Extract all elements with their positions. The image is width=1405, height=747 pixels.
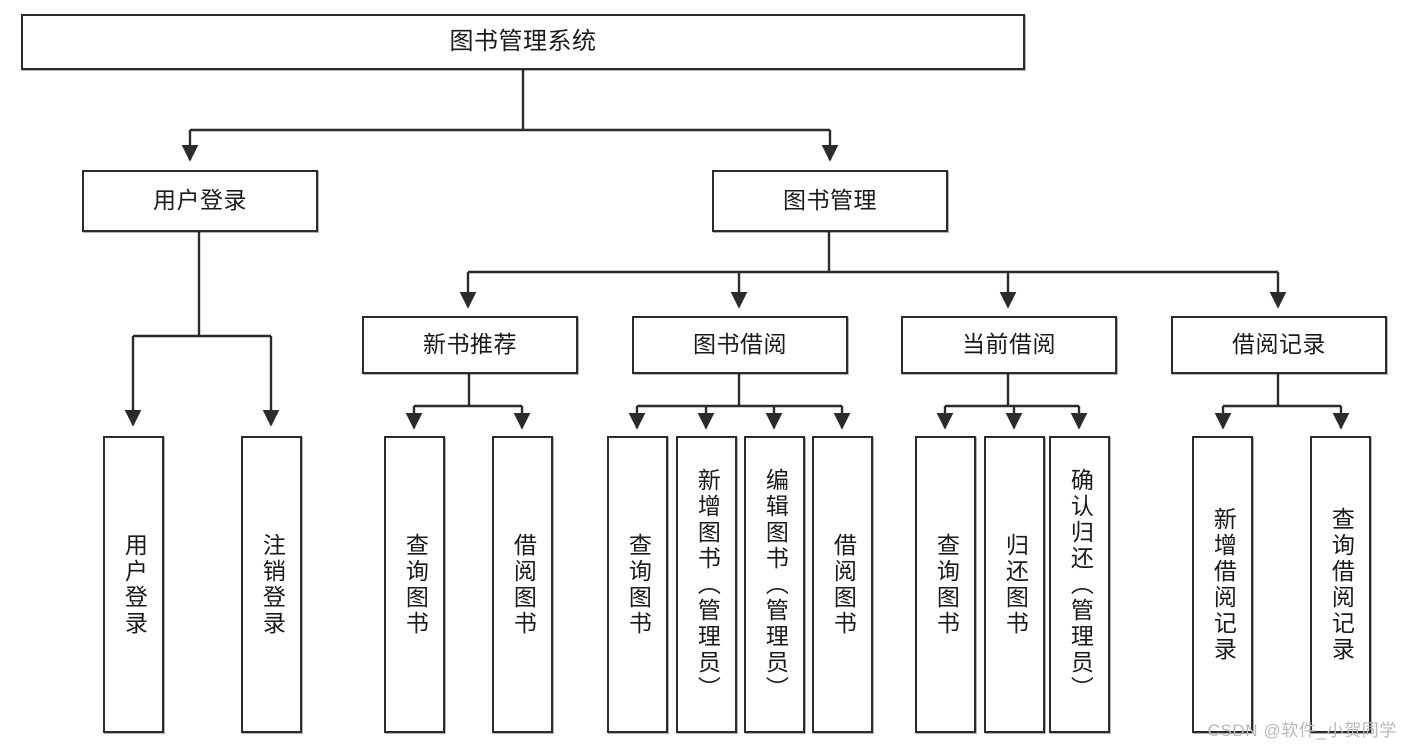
node-leaf-logout-label: 注销登录	[259, 532, 286, 637]
node-root-label: 图书管理系统	[449, 27, 597, 55]
node-leaf-logout[interactable]: 注销登录	[241, 436, 302, 733]
node-user-login-label: 用户登录	[153, 187, 247, 214]
node-leaf-cb-query-label: 查询图书	[933, 532, 960, 637]
node-leaf-cb-confirm[interactable]: 确认归还（管理员）	[1049, 436, 1110, 733]
node-leaf-br-query-label: 查询借阅记录	[1328, 506, 1355, 663]
node-leaf-bb-add[interactable]: 新增图书（管理员）	[676, 436, 737, 733]
node-leaf-bb-edit-label: 编辑图书（管理员）	[762, 467, 789, 702]
node-root[interactable]: 图书管理系统	[21, 14, 1025, 70]
node-leaf-br-add-label: 新增借阅记录	[1210, 506, 1237, 663]
node-leaf-rec-borrow-label: 借阅图书	[510, 532, 537, 637]
node-leaf-user-login[interactable]: 用户登录	[103, 436, 164, 733]
node-book-manage-label: 图书管理	[783, 187, 877, 214]
node-leaf-user-login-label: 用户登录	[121, 532, 148, 637]
node-leaf-bb-borrow-label: 借阅图书	[830, 532, 857, 637]
node-new-book-rec-label: 新书推荐	[423, 331, 517, 358]
node-leaf-rec-borrow[interactable]: 借阅图书	[492, 436, 553, 733]
node-book-borrow-label: 图书借阅	[693, 331, 787, 358]
node-book-manage[interactable]: 图书管理	[712, 170, 948, 232]
node-leaf-bb-add-label: 新增图书（管理员）	[694, 467, 721, 702]
node-leaf-br-query[interactable]: 查询借阅记录	[1310, 436, 1371, 733]
node-leaf-cb-confirm-label: 确认归还（管理员）	[1067, 467, 1094, 702]
node-leaf-bb-borrow[interactable]: 借阅图书	[812, 436, 873, 733]
node-current-borrow[interactable]: 当前借阅	[901, 316, 1117, 374]
node-leaf-bb-query-label: 查询图书	[625, 532, 652, 637]
node-current-borrow-label: 当前借阅	[962, 331, 1056, 358]
node-user-login[interactable]: 用户登录	[82, 170, 318, 232]
node-leaf-rec-query-label: 查询图书	[402, 532, 429, 637]
node-borrow-record-label: 借阅记录	[1232, 331, 1326, 358]
node-new-book-rec[interactable]: 新书推荐	[362, 316, 578, 374]
node-leaf-br-add[interactable]: 新增借阅记录	[1192, 436, 1253, 733]
node-leaf-cb-return-label: 归还图书	[1002, 532, 1029, 637]
node-leaf-cb-query[interactable]: 查询图书	[915, 436, 976, 733]
watermark: CSDN @软件_小贺同学	[1207, 721, 1397, 740]
node-borrow-record[interactable]: 借阅记录	[1171, 316, 1387, 374]
node-book-borrow[interactable]: 图书借阅	[632, 316, 848, 374]
node-leaf-bb-edit[interactable]: 编辑图书（管理员）	[744, 436, 805, 733]
node-leaf-rec-query[interactable]: 查询图书	[384, 436, 445, 733]
node-leaf-cb-return[interactable]: 归还图书	[984, 436, 1045, 733]
node-leaf-bb-query[interactable]: 查询图书	[607, 436, 668, 733]
